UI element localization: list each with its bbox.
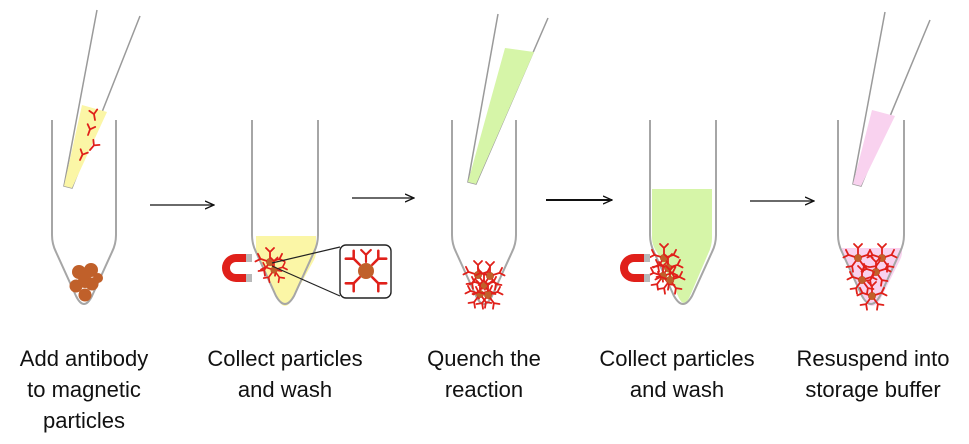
step-1-illustration: [51, 9, 141, 305]
microcentrifuge-tube-icon: [51, 120, 117, 305]
step-3-caption: Quench the reaction: [389, 343, 579, 405]
horseshoe-magnet-icon: [222, 254, 252, 282]
caption-line: and wash: [629, 377, 725, 402]
bead-antibody-zoom: [344, 248, 388, 293]
step-4-caption: Collect particles and wash: [582, 343, 772, 405]
magnetic-bead-icon: [69, 263, 103, 302]
caption-line: and wash: [237, 377, 333, 402]
caption-line: Add antibody: [19, 346, 149, 371]
caption-line: Collect particles: [207, 346, 363, 371]
horseshoe-magnet-icon: [620, 254, 650, 282]
caption-line: Collect particles: [599, 346, 755, 371]
caption-line: Quench the: [427, 346, 541, 371]
step-1-caption: Add antibody to magnetic particles: [0, 343, 179, 436]
bead-antibody-cluster: [463, 261, 504, 309]
caption-line: Resuspend into: [796, 346, 950, 371]
step-2-caption: Collect particles and wash: [190, 343, 380, 405]
caption-line: particles: [43, 408, 125, 433]
zoom-callout: [271, 244, 392, 299]
step-4-illustration: [620, 120, 717, 305]
step-5-illustration: [837, 11, 931, 310]
microcentrifuge-tube-icon: [837, 120, 905, 310]
microcentrifuge-tube-icon: [251, 120, 319, 306]
caption-line: storage buffer: [805, 377, 941, 402]
caption-line: reaction: [444, 377, 524, 402]
step-5-caption: Resuspend into storage buffer: [778, 343, 968, 405]
step-3-illustration: [451, 13, 549, 309]
microcentrifuge-tube-icon: [451, 120, 517, 309]
step-2-illustration: [222, 120, 392, 306]
pipette-tip-icon: [63, 9, 141, 189]
microcentrifuge-tube-icon: [648, 120, 717, 305]
pipette-tip-icon: [467, 13, 549, 185]
caption-line: to magnetic: [27, 377, 141, 402]
pipette-tip-icon: [852, 11, 931, 187]
